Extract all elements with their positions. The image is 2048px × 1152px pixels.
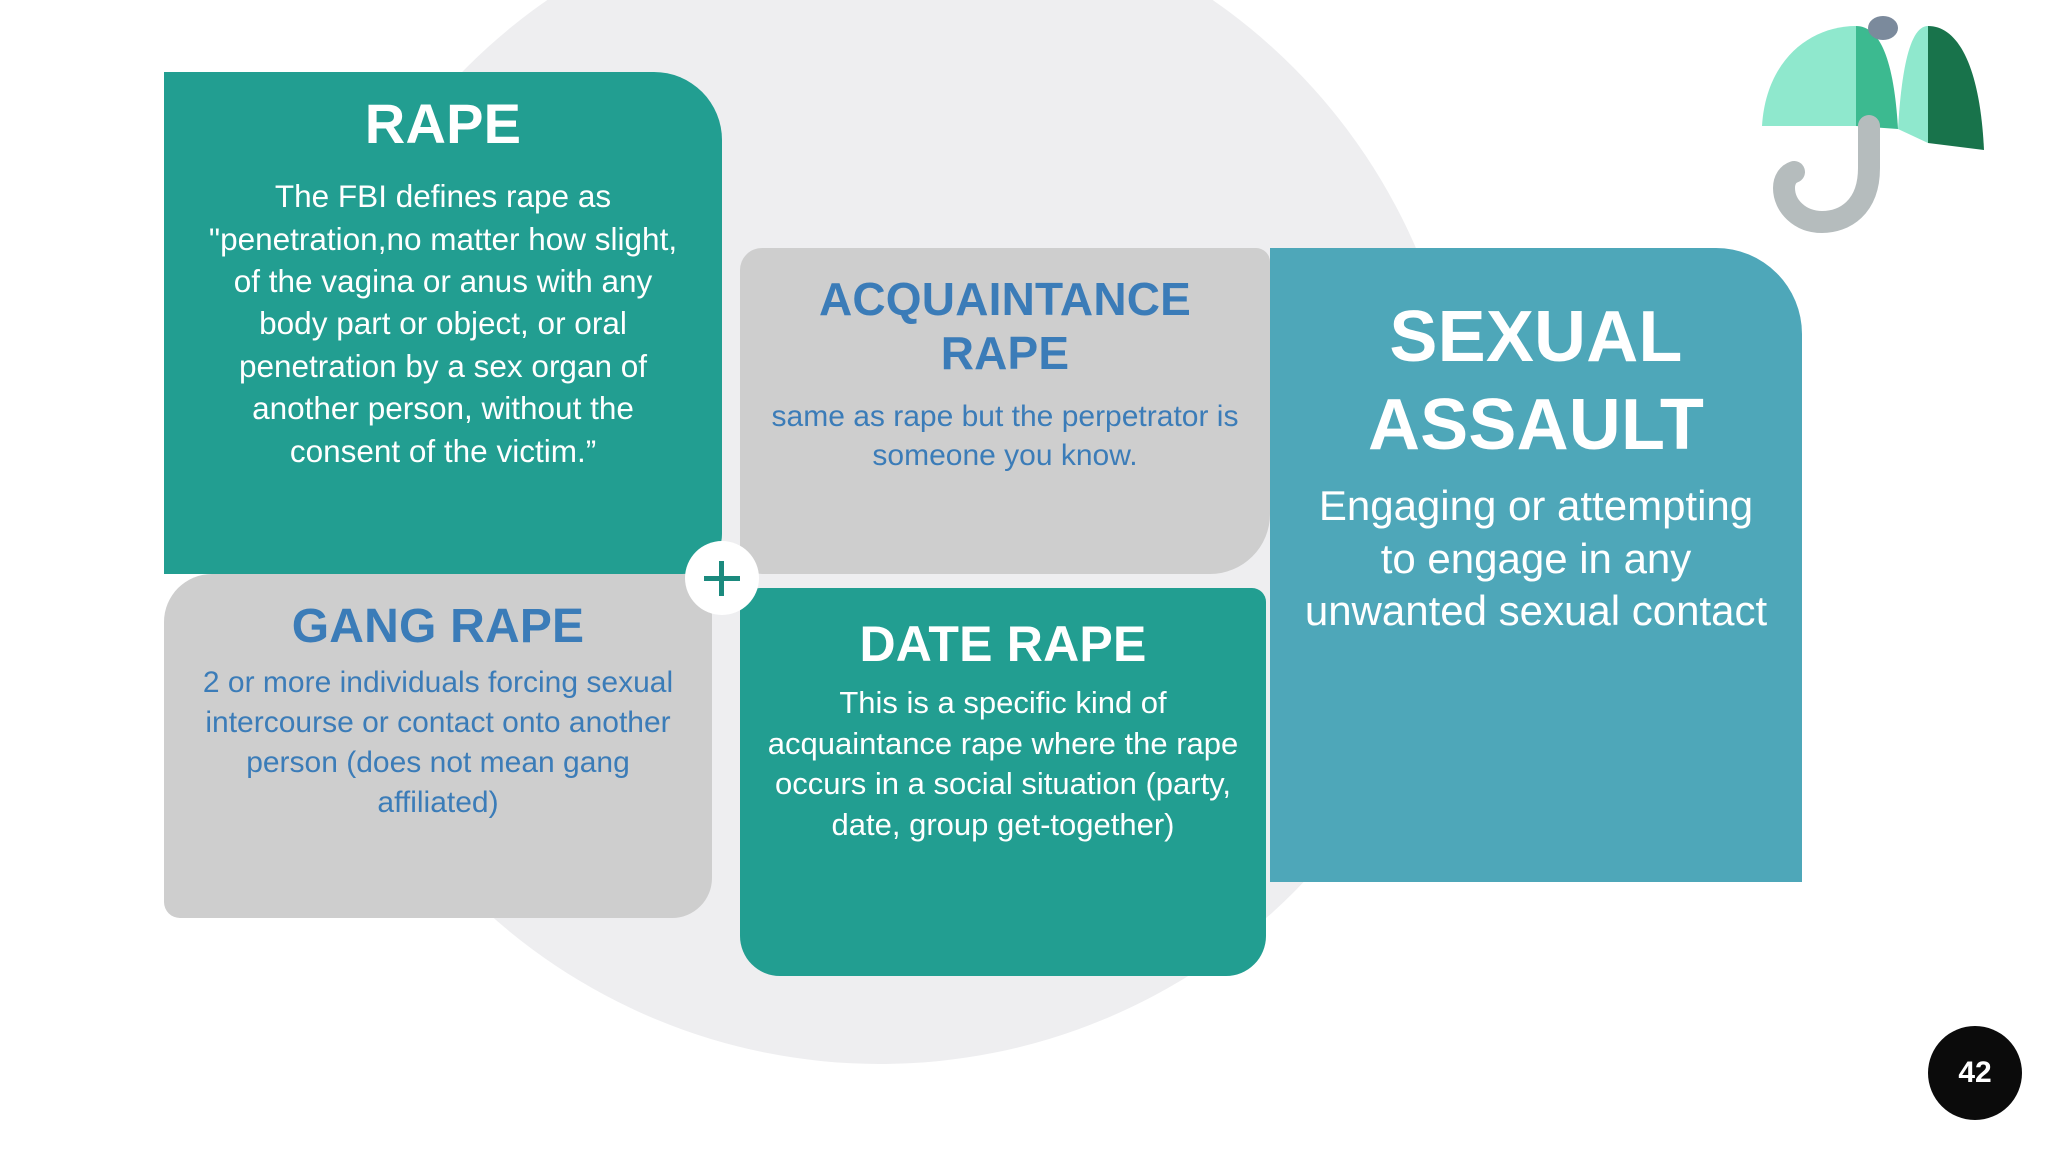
card-date-rape: DATE RAPE This is a specific kind of acq… [740, 588, 1266, 976]
card-rape: RAPE The FBI defines rape as "penetratio… [164, 72, 722, 574]
card-sexual-assault-title: SEXUAL ASSAULT [1367, 297, 1705, 465]
card-date-rape-body: This is a specific kind of acquaintance … [767, 685, 1239, 842]
card-gang-rape: GANG RAPE 2 or more individuals forcing … [164, 574, 712, 918]
card-acquaintance-rape: ACQUAINTANCE RAPE same as rape but the p… [740, 248, 1270, 574]
page-number-badge: 42 [1928, 1026, 2022, 1120]
card-date-rape-title: DATE RAPE [859, 616, 1147, 672]
card-rape-body: The FBI defines rape as "penetration,no … [208, 178, 678, 469]
card-gang-rape-body: 2 or more individuals forcing sexual int… [202, 665, 674, 819]
card-sexual-assault: SEXUAL ASSAULT Engaging or attempting to… [1270, 248, 1802, 882]
plus-icon-vertical-bar [719, 561, 724, 596]
card-sexual-assault-body: Engaging or attempting to engage in any … [1304, 481, 1768, 635]
plus-icon [685, 541, 759, 615]
card-acquaintance-rape-title: ACQUAINTANCE RAPE [818, 273, 1192, 380]
card-rape-title: RAPE [364, 92, 522, 155]
card-acquaintance-rape-body: same as rape but the perpetrator is some… [771, 399, 1239, 473]
card-gang-rape-title: GANG RAPE [291, 600, 585, 653]
umbrella-icon [1752, 8, 2002, 238]
